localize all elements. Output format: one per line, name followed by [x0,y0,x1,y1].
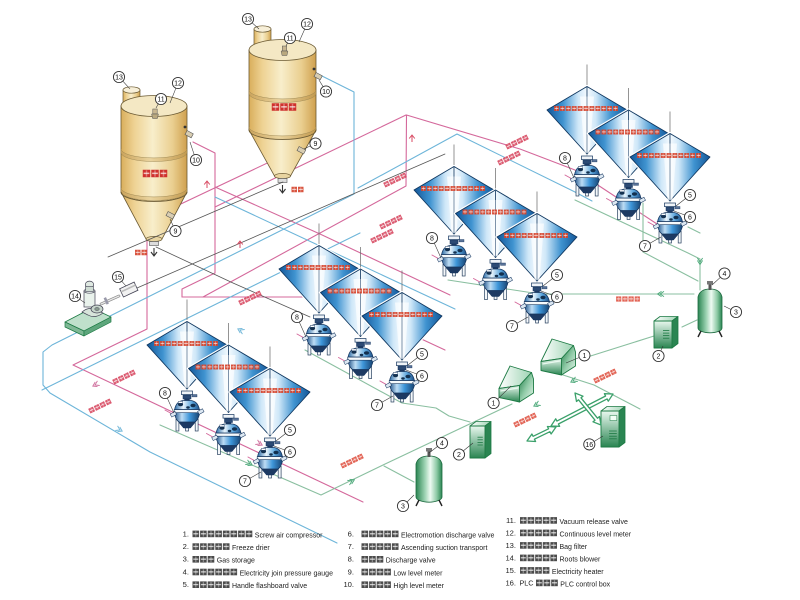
svg-text:2: 2 [457,452,461,459]
svg-text:Roots blower: Roots blower [560,556,602,563]
svg-text:10: 10 [322,89,330,96]
svg-text:4: 4 [440,440,444,447]
svg-text:3: 3 [734,309,738,316]
svg-text:9.: 9. [348,567,354,576]
svg-text:Electricity heater: Electricity heater [552,569,604,576]
svg-text:8: 8 [430,235,434,242]
svg-text:Screw air compressor: Screw air compressor [255,532,323,539]
svg-text:Discharge valve: Discharge valve [386,558,436,565]
svg-text:12: 12 [303,21,311,28]
svg-text:11: 11 [157,96,164,103]
svg-text:Handle flashboard valve: Handle flashboard valve [232,583,307,590]
svg-text:Electromotion discharge valve: Electromotion discharge valve [401,532,494,539]
svg-text:Bag filter: Bag filter [560,544,588,551]
svg-text:6: 6 [688,214,692,221]
svg-text:2.: 2. [183,542,189,551]
svg-text:High level meter: High level meter [393,583,444,590]
svg-text:Vacuum release valve: Vacuum release valve [560,519,628,526]
svg-text:5: 5 [555,272,559,279]
svg-text:Low level meter: Low level meter [393,570,443,577]
svg-text:16: 16 [585,442,593,449]
svg-text:7: 7 [510,323,514,330]
svg-text:PLC control box: PLC control box [560,581,610,588]
svg-text:15: 15 [114,274,122,281]
svg-text:13: 13 [115,74,123,81]
svg-text:13.: 13. [505,541,516,550]
svg-text:4: 4 [723,271,727,278]
svg-text:Ascending suction transport: Ascending suction transport [401,545,487,552]
svg-text:PLC: PLC [520,578,534,587]
svg-text:1: 1 [492,400,496,407]
svg-text:5: 5 [288,427,292,434]
svg-text:11: 11 [286,35,293,42]
svg-text:5: 5 [420,351,424,358]
svg-text:8: 8 [295,314,299,321]
svg-text:8: 8 [163,390,167,397]
svg-text:2: 2 [657,353,661,360]
svg-text:6: 6 [420,373,424,380]
svg-text:5.: 5. [183,580,189,589]
svg-text:14: 14 [71,293,79,300]
svg-text:Continuous level meter: Continuous level meter [560,531,632,538]
svg-text:16.: 16. [505,578,516,587]
svg-text:12.: 12. [505,528,516,537]
svg-text:8.: 8. [348,555,354,564]
svg-text:7: 7 [375,402,379,409]
svg-text:8: 8 [563,155,567,162]
svg-text:10: 10 [192,157,200,164]
svg-text:14.: 14. [505,553,516,562]
svg-text:7.: 7. [348,542,354,551]
svg-text:3: 3 [401,503,405,510]
svg-text:1.: 1. [183,529,189,538]
svg-text:7: 7 [243,478,247,485]
svg-text:9: 9 [174,228,178,235]
svg-text:6: 6 [555,294,559,301]
svg-text:Electricity join pressure gaug: Electricity join pressure gauge [240,570,333,577]
svg-text:11.: 11. [506,516,516,525]
svg-text:3.: 3. [183,555,189,564]
svg-text:10.: 10. [343,580,354,589]
svg-text:6: 6 [288,449,292,456]
svg-text:13: 13 [244,16,252,23]
svg-text:12: 12 [174,80,182,87]
svg-text:6.: 6. [348,529,354,538]
svg-text:4.: 4. [183,567,189,576]
svg-text:15.: 15. [505,566,516,575]
svg-text:Freeze drier: Freeze drier [232,545,270,552]
svg-text:5: 5 [688,192,692,199]
svg-text:1: 1 [582,353,586,360]
svg-text:7: 7 [643,243,647,250]
svg-text:9: 9 [314,141,318,148]
svg-text:Gas storage: Gas storage [217,558,255,565]
